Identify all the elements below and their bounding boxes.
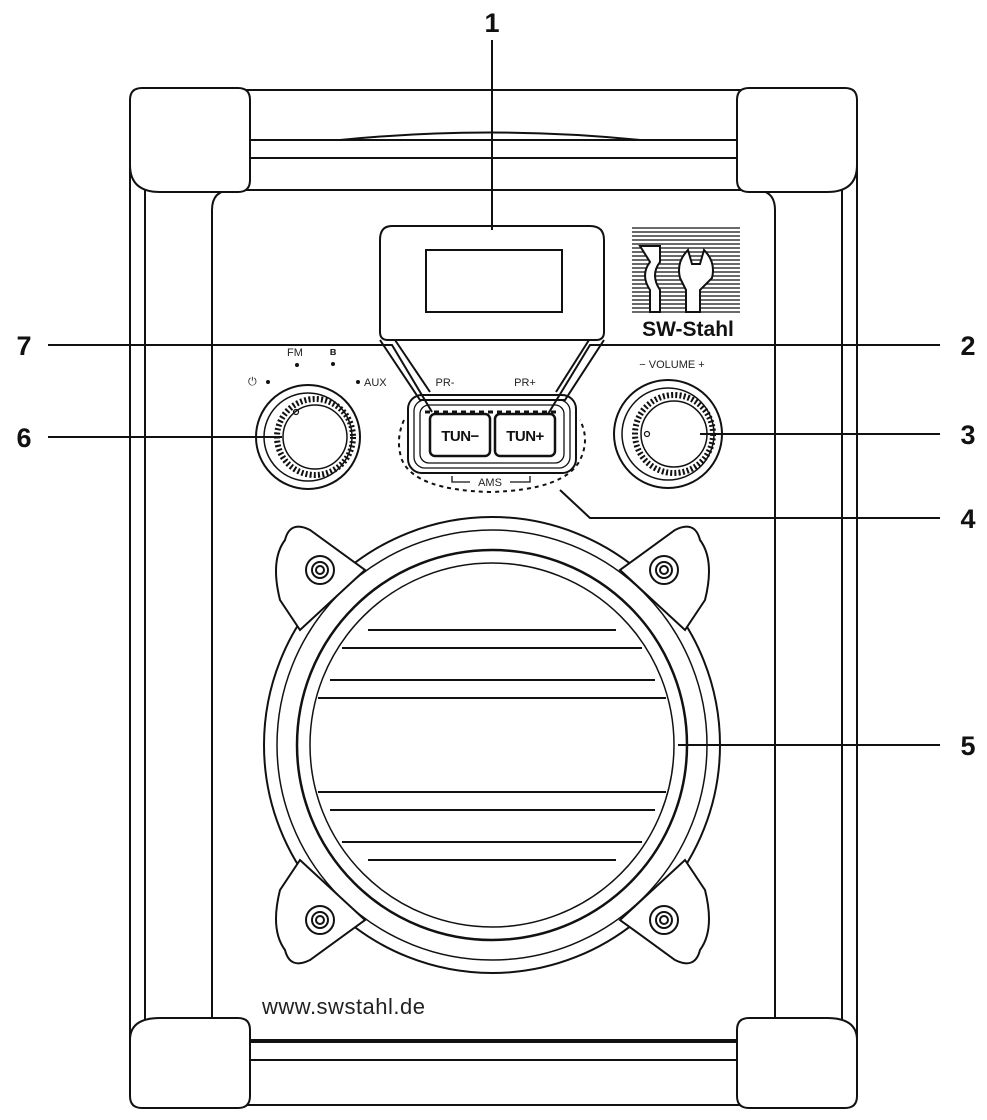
callout-2: 2	[960, 331, 975, 361]
radio-body	[129, 89, 858, 1106]
body-outline	[129, 89, 858, 1106]
speaker	[263, 516, 721, 974]
ams-bracket	[451, 476, 531, 483]
callout-5: 5	[960, 731, 975, 761]
bluetooth-icon: ʙ	[330, 346, 337, 358]
bumper-bottom-left	[129, 1017, 251, 1109]
callout-6: 6	[16, 423, 31, 453]
volume-label: − VOLUME +	[639, 359, 704, 371]
lcd-display	[379, 225, 605, 401]
leader-7	[48, 344, 433, 413]
leader-2	[547, 344, 940, 415]
tune-button-cluster	[398, 394, 586, 494]
website-text: www.swstahl.de	[261, 994, 426, 1019]
corner-bumpers	[129, 87, 858, 1109]
callout-lines	[48, 40, 940, 746]
pr-minus-label: PR-	[436, 377, 455, 389]
brand-name: SW-Stahl	[642, 318, 734, 341]
sw-stahl-wrench-logo-icon: SW-Stahl	[632, 227, 740, 341]
callout-7: 7	[16, 331, 31, 361]
lcd-screen	[425, 249, 563, 313]
mode-label-fm: FM	[287, 347, 303, 359]
screw-top-left-icon	[305, 555, 335, 585]
tun-plus-label: TUN+	[506, 428, 544, 445]
screw-bottom-right-icon	[649, 905, 679, 935]
screw-top-right-icon	[649, 555, 679, 585]
ams-label: AMS	[478, 477, 502, 489]
callout-1: 1	[484, 8, 499, 38]
pr-plus-label: PR+	[514, 377, 536, 389]
leader-4	[559, 489, 940, 519]
bumper-bottom-right	[736, 1017, 858, 1109]
tun-minus-label: TUN−	[441, 428, 479, 445]
ams-dotted-outline	[398, 419, 586, 494]
tun-minus-button[interactable]: TUN−	[428, 412, 492, 458]
power-icon: ⏻	[248, 376, 257, 388]
screw-bottom-left-icon	[305, 905, 335, 935]
speaker-grille	[318, 629, 666, 861]
callout-4: 4	[960, 504, 975, 534]
speaker-ring	[295, 548, 689, 942]
mode-label-aux: AUX	[364, 377, 387, 389]
callout-3: 3	[960, 420, 975, 450]
bumper-top-left	[129, 87, 251, 193]
top-arc	[339, 131, 641, 141]
speaker-screws	[305, 555, 679, 935]
bumper-top-right	[736, 87, 858, 193]
tun-plus-button[interactable]: TUN+	[493, 412, 557, 458]
